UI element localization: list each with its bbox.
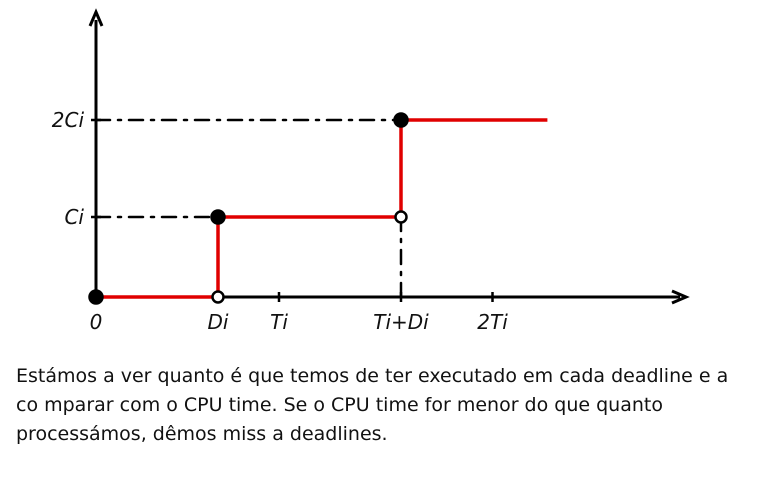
x-tick-label: 0 — [90, 310, 103, 334]
x-tick-label: Ti — [270, 310, 288, 334]
guide-lines — [94, 118, 403, 299]
tick-marks — [91, 118, 494, 302]
marker-layer — [88, 112, 409, 305]
x-tick-label: Ti+Di — [373, 310, 429, 334]
filled-point — [210, 209, 226, 225]
series-layer — [96, 118, 548, 299]
open-point — [211, 290, 225, 304]
axes — [88, 8, 690, 305]
y-tick-label: 2Ci — [52, 108, 85, 132]
step-chart: 0 Di Ti Ti+Di 2Ti Ci 2Ci — [52, 8, 690, 334]
tick-labels: 0 Di Ti Ti+Di 2Ti Ci 2Ci — [52, 108, 508, 334]
x-axis-arrow-icon — [671, 289, 690, 305]
y-axis-arrow-icon — [88, 8, 104, 27]
filled-point — [88, 289, 104, 305]
y-tick-label: Ci — [64, 205, 84, 229]
x-tick-label: 2Ti — [477, 310, 508, 334]
caption-text: Estámos a ver quanto é que temos de ter … — [16, 365, 729, 445]
open-point — [394, 210, 408, 224]
x-tick-label: Di — [208, 310, 229, 334]
step-line — [96, 118, 548, 299]
filled-point — [393, 112, 409, 128]
